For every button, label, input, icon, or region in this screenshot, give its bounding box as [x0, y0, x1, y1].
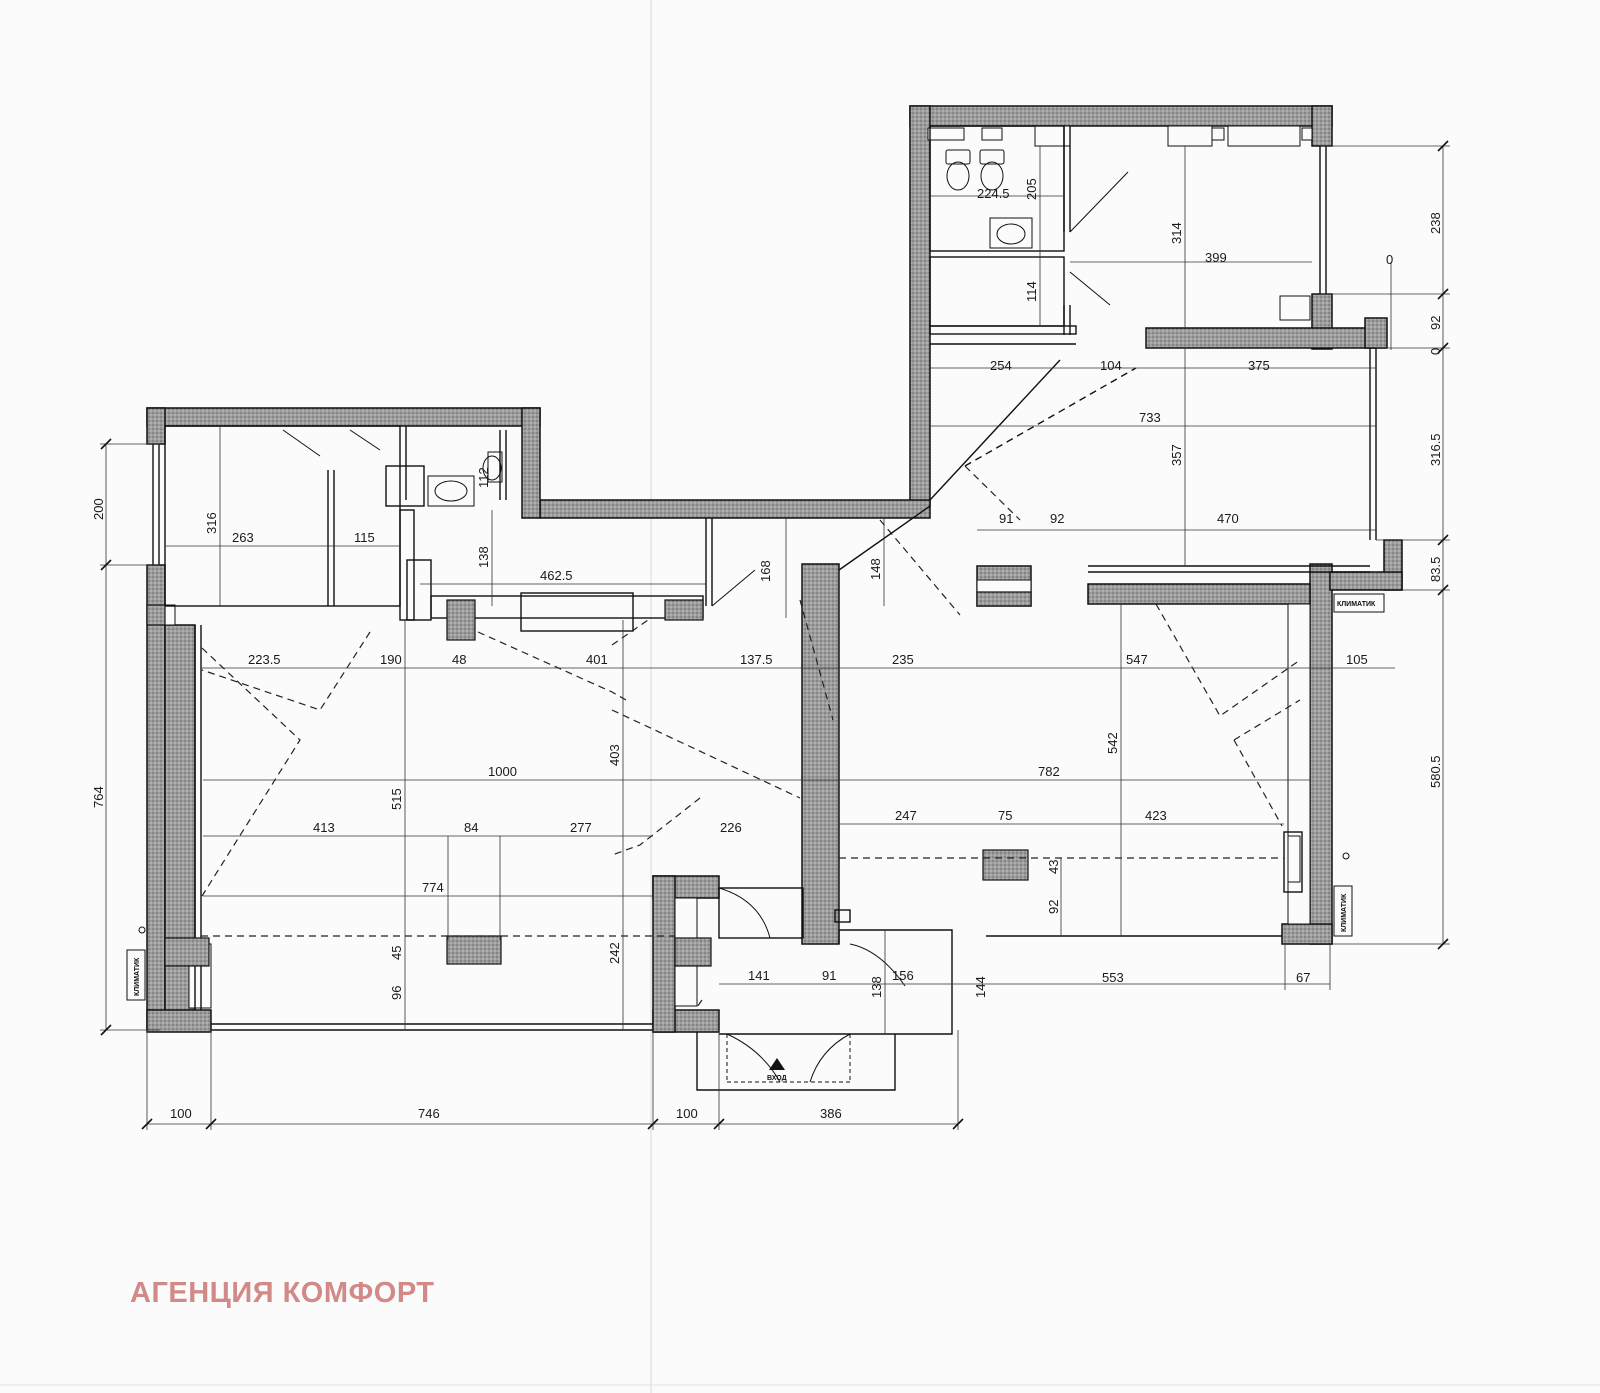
dim-row-48: 48 [452, 652, 466, 667]
dim-col-242: 242 [607, 942, 622, 964]
dim-seg-91: 91 [999, 511, 1013, 526]
ac-unit-box-right-bottom [1333, 885, 1353, 937]
dimension-lines [100, 145, 1450, 1130]
dim-right-83-5: 83.5 [1428, 557, 1443, 582]
dim-corridor-104: 104 [1100, 358, 1122, 373]
dim-base-100-mid: 100 [676, 1106, 698, 1121]
dim-height-542: 542 [1105, 732, 1120, 754]
ac-label-left: КЛИМАТИК [134, 957, 141, 996]
dim-base-746: 746 [418, 1106, 440, 1121]
dimension-ticks [100, 140, 1449, 1130]
dim-height-515: 515 [389, 788, 404, 810]
dim-row-137-5: 137.5 [740, 652, 773, 667]
dim-mid-462-5: 462.5 [540, 568, 573, 583]
dim-base-100-left: 100 [170, 1106, 192, 1121]
dim-bot-144: 144 [973, 976, 988, 998]
dim-base-386: 386 [820, 1106, 842, 1121]
dim-bot-67: 67 [1296, 970, 1310, 985]
diagonal-wall [838, 359, 1137, 571]
dim-height-403: 403 [607, 744, 622, 766]
dim-left-764: 764 [91, 786, 106, 808]
dim-left-316: 316 [204, 512, 219, 534]
dim-top-right-width: 399 [1205, 250, 1227, 265]
dim-col-96: 96 [389, 986, 404, 1000]
dim-row-190: 190 [380, 652, 402, 667]
exterior-walls [146, 105, 1403, 1033]
dim-wc-width: 224.5 [977, 186, 1010, 201]
dim-mid-168: 168 [758, 560, 773, 582]
dim-mid-148: 148 [868, 558, 883, 580]
dim-row-84: 84 [464, 820, 478, 835]
dim-mid-138: 138 [476, 546, 491, 568]
dim-wide-733: 733 [1139, 410, 1161, 425]
dim-row-413: 413 [313, 820, 335, 835]
dim-col-43: 43 [1046, 860, 1061, 874]
sanitary-fixtures [427, 149, 1301, 883]
dim-row-105: 105 [1346, 652, 1368, 667]
dim-bot-138: 138 [869, 976, 884, 998]
dim-seg-92: 92 [1050, 511, 1064, 526]
dim-small-room-height: 114 [1024, 281, 1039, 302]
wall-recesses [164, 125, 1313, 1009]
ac-unit-box-left [126, 949, 146, 1001]
dim-row-401: 401 [586, 652, 608, 667]
dim-right-316-5: 316.5 [1428, 433, 1443, 466]
dim-row-277: 277 [570, 820, 592, 835]
dim-row-223-5: 223.5 [248, 652, 281, 667]
entrance-label: ВХОД [767, 1075, 787, 1082]
dim-col-45: 45 [389, 946, 404, 960]
dim-row-75: 75 [998, 808, 1012, 823]
dim-right-92: 92 [1428, 316, 1443, 330]
door-swings [282, 171, 1129, 1083]
dim-zero-top: 0 [1386, 252, 1393, 267]
dim-row-547: 547 [1126, 652, 1148, 667]
entrance-arrow-icon [769, 1058, 785, 1070]
dim-bot-91: 91 [822, 968, 836, 983]
dashed-beams [201, 465, 1301, 1011]
dim-row-226: 226 [720, 820, 742, 835]
dim-right-238: 238 [1428, 212, 1443, 234]
agency-watermark: АГЕНЦИЯ КОМФОРТ [130, 1277, 435, 1309]
dim-row-247: 247 [895, 808, 917, 823]
dim-col-92: 92 [1046, 900, 1061, 914]
dim-bot-156: 156 [892, 968, 914, 983]
dim-wc-112: 112 [476, 467, 491, 488]
plan-annotations: КЛИМАТИК КЛИМАТИК КЛИМАТИК ВХОД [126, 593, 1385, 1082]
dim-top-right-height: 314 [1169, 222, 1184, 244]
dim-wide-1000: 1000 [488, 764, 517, 779]
dim-corridor-254: 254 [990, 358, 1012, 373]
ac-marker-left [138, 926, 146, 934]
interior-partitions [152, 125, 1377, 1091]
dim-corridor-375: 375 [1248, 358, 1270, 373]
dim-left-263: 263 [232, 530, 254, 545]
ac-marker-right [1342, 852, 1350, 860]
dimension-labels: 224.5 205 114 314 399 238 0 92 0 254 104… [91, 178, 1443, 1121]
dim-right-580-5: 580.5 [1428, 755, 1443, 788]
ac-label-right-bottom: КЛИМАТИК [1341, 893, 1348, 932]
dim-left-200: 200 [91, 498, 106, 520]
dim-height-357: 357 [1169, 444, 1184, 466]
dim-row-423: 423 [1145, 808, 1167, 823]
dim-bot-141: 141 [748, 968, 770, 983]
dim-seg-470: 470 [1217, 511, 1239, 526]
structural-columns [146, 591, 1032, 967]
dim-zero-mid: 0 [1428, 348, 1443, 355]
dim-wide-774: 774 [422, 880, 444, 895]
dim-wide-782: 782 [1038, 764, 1060, 779]
dim-row-235: 235 [892, 652, 914, 667]
ac-label-right-top: КЛИМАТИК [1337, 601, 1376, 608]
ac-unit-box-right-top [1333, 593, 1385, 613]
dim-left-115: 115 [354, 530, 375, 545]
dim-wc-height: 205 [1024, 178, 1039, 200]
dim-bot-553: 553 [1102, 970, 1124, 985]
